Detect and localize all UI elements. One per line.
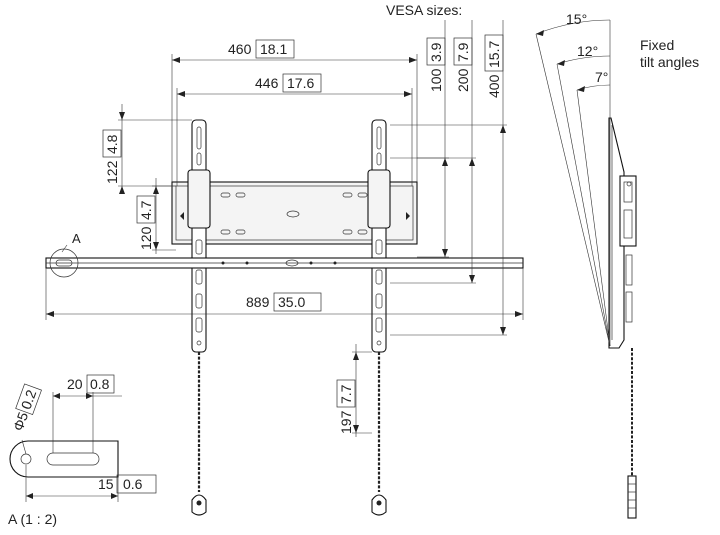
dim-120-inch: 4.7 <box>138 200 154 220</box>
dim-slot-15-inch: 0.6 <box>123 476 143 492</box>
dimension-446: 446 17.6 <box>176 73 413 186</box>
dim-400-value: 400 <box>486 74 502 98</box>
dim-889-value: 889 <box>246 294 270 310</box>
dim-197-value: 197 <box>338 410 354 434</box>
dim-120-value: 120 <box>138 226 154 250</box>
dim-slot-15-value: 15 <box>98 476 114 492</box>
tilt-line-15 <box>535 33 611 347</box>
dimension-122: 122 4.8 <box>102 104 192 194</box>
dim-100-inch: 3.9 <box>428 42 444 62</box>
dimension-889: 889 35.0 <box>45 268 524 320</box>
dimension-460: 460 18.1 <box>171 39 418 182</box>
dim-hole-dia-symbol: Φ <box>10 417 29 433</box>
dim-200-value: 200 <box>455 68 471 92</box>
dim-122-value: 122 <box>104 160 120 184</box>
dim-slot-20-value: 20 <box>67 376 83 392</box>
dim-hole-dia-inch: 0.2 <box>18 387 40 411</box>
dimension-120: 120 4.7 <box>136 178 176 254</box>
tilt-angle-7: 7° <box>595 69 608 85</box>
detail-marker-a: A <box>72 231 81 246</box>
wall-plate-slots <box>180 192 410 235</box>
tilt-line-7 <box>576 89 611 347</box>
tilt-angle-15: 15° <box>566 11 587 27</box>
dimension-197: 197 7.7 <box>336 344 372 437</box>
dim-460-inch: 18.1 <box>260 41 287 57</box>
tilt-angle-12: 12° <box>577 43 598 59</box>
dim-400-inch: 15.7 <box>486 41 502 68</box>
dim-100-value: 100 <box>428 68 444 92</box>
dimension-vesa-200: 200 7.9 <box>390 20 476 284</box>
dim-200-inch: 7.9 <box>455 42 471 62</box>
side-view: 15° 12° 7° Fixed tilt angles <box>535 11 699 519</box>
dim-122-inch: 4.8 <box>104 134 120 154</box>
detail-a-caption: A (1 : 2) <box>8 511 57 527</box>
left-mounting-arm <box>187 119 211 516</box>
dimension-vesa-100: 100 3.9 <box>417 20 449 258</box>
dim-446-value: 446 <box>255 75 279 91</box>
detail-marker-leader <box>61 244 68 253</box>
fixed-tilt-label-line2: tilt angles <box>640 54 699 70</box>
fixed-tilt-label-line1: Fixed <box>640 37 674 53</box>
tilt-line-12 <box>556 63 611 347</box>
dim-460-value: 460 <box>228 41 252 57</box>
dim-889-inch: 35.0 <box>278 294 305 310</box>
dim-446-inch: 17.6 <box>287 75 314 91</box>
vesa-sizes-label: VESA sizes: <box>386 2 462 18</box>
dimension-vesa-400: 400 15.7 <box>390 20 507 336</box>
detail-a-slot-view: 20 0.8 15 0.6 Φ 5 0.2 A (1 : 2) <box>8 374 157 527</box>
dim-197-inch: 7.7 <box>338 384 354 404</box>
right-mounting-arm <box>367 119 391 516</box>
dim-slot-20-inch: 0.8 <box>90 376 110 392</box>
horizontal-rail <box>45 248 524 278</box>
